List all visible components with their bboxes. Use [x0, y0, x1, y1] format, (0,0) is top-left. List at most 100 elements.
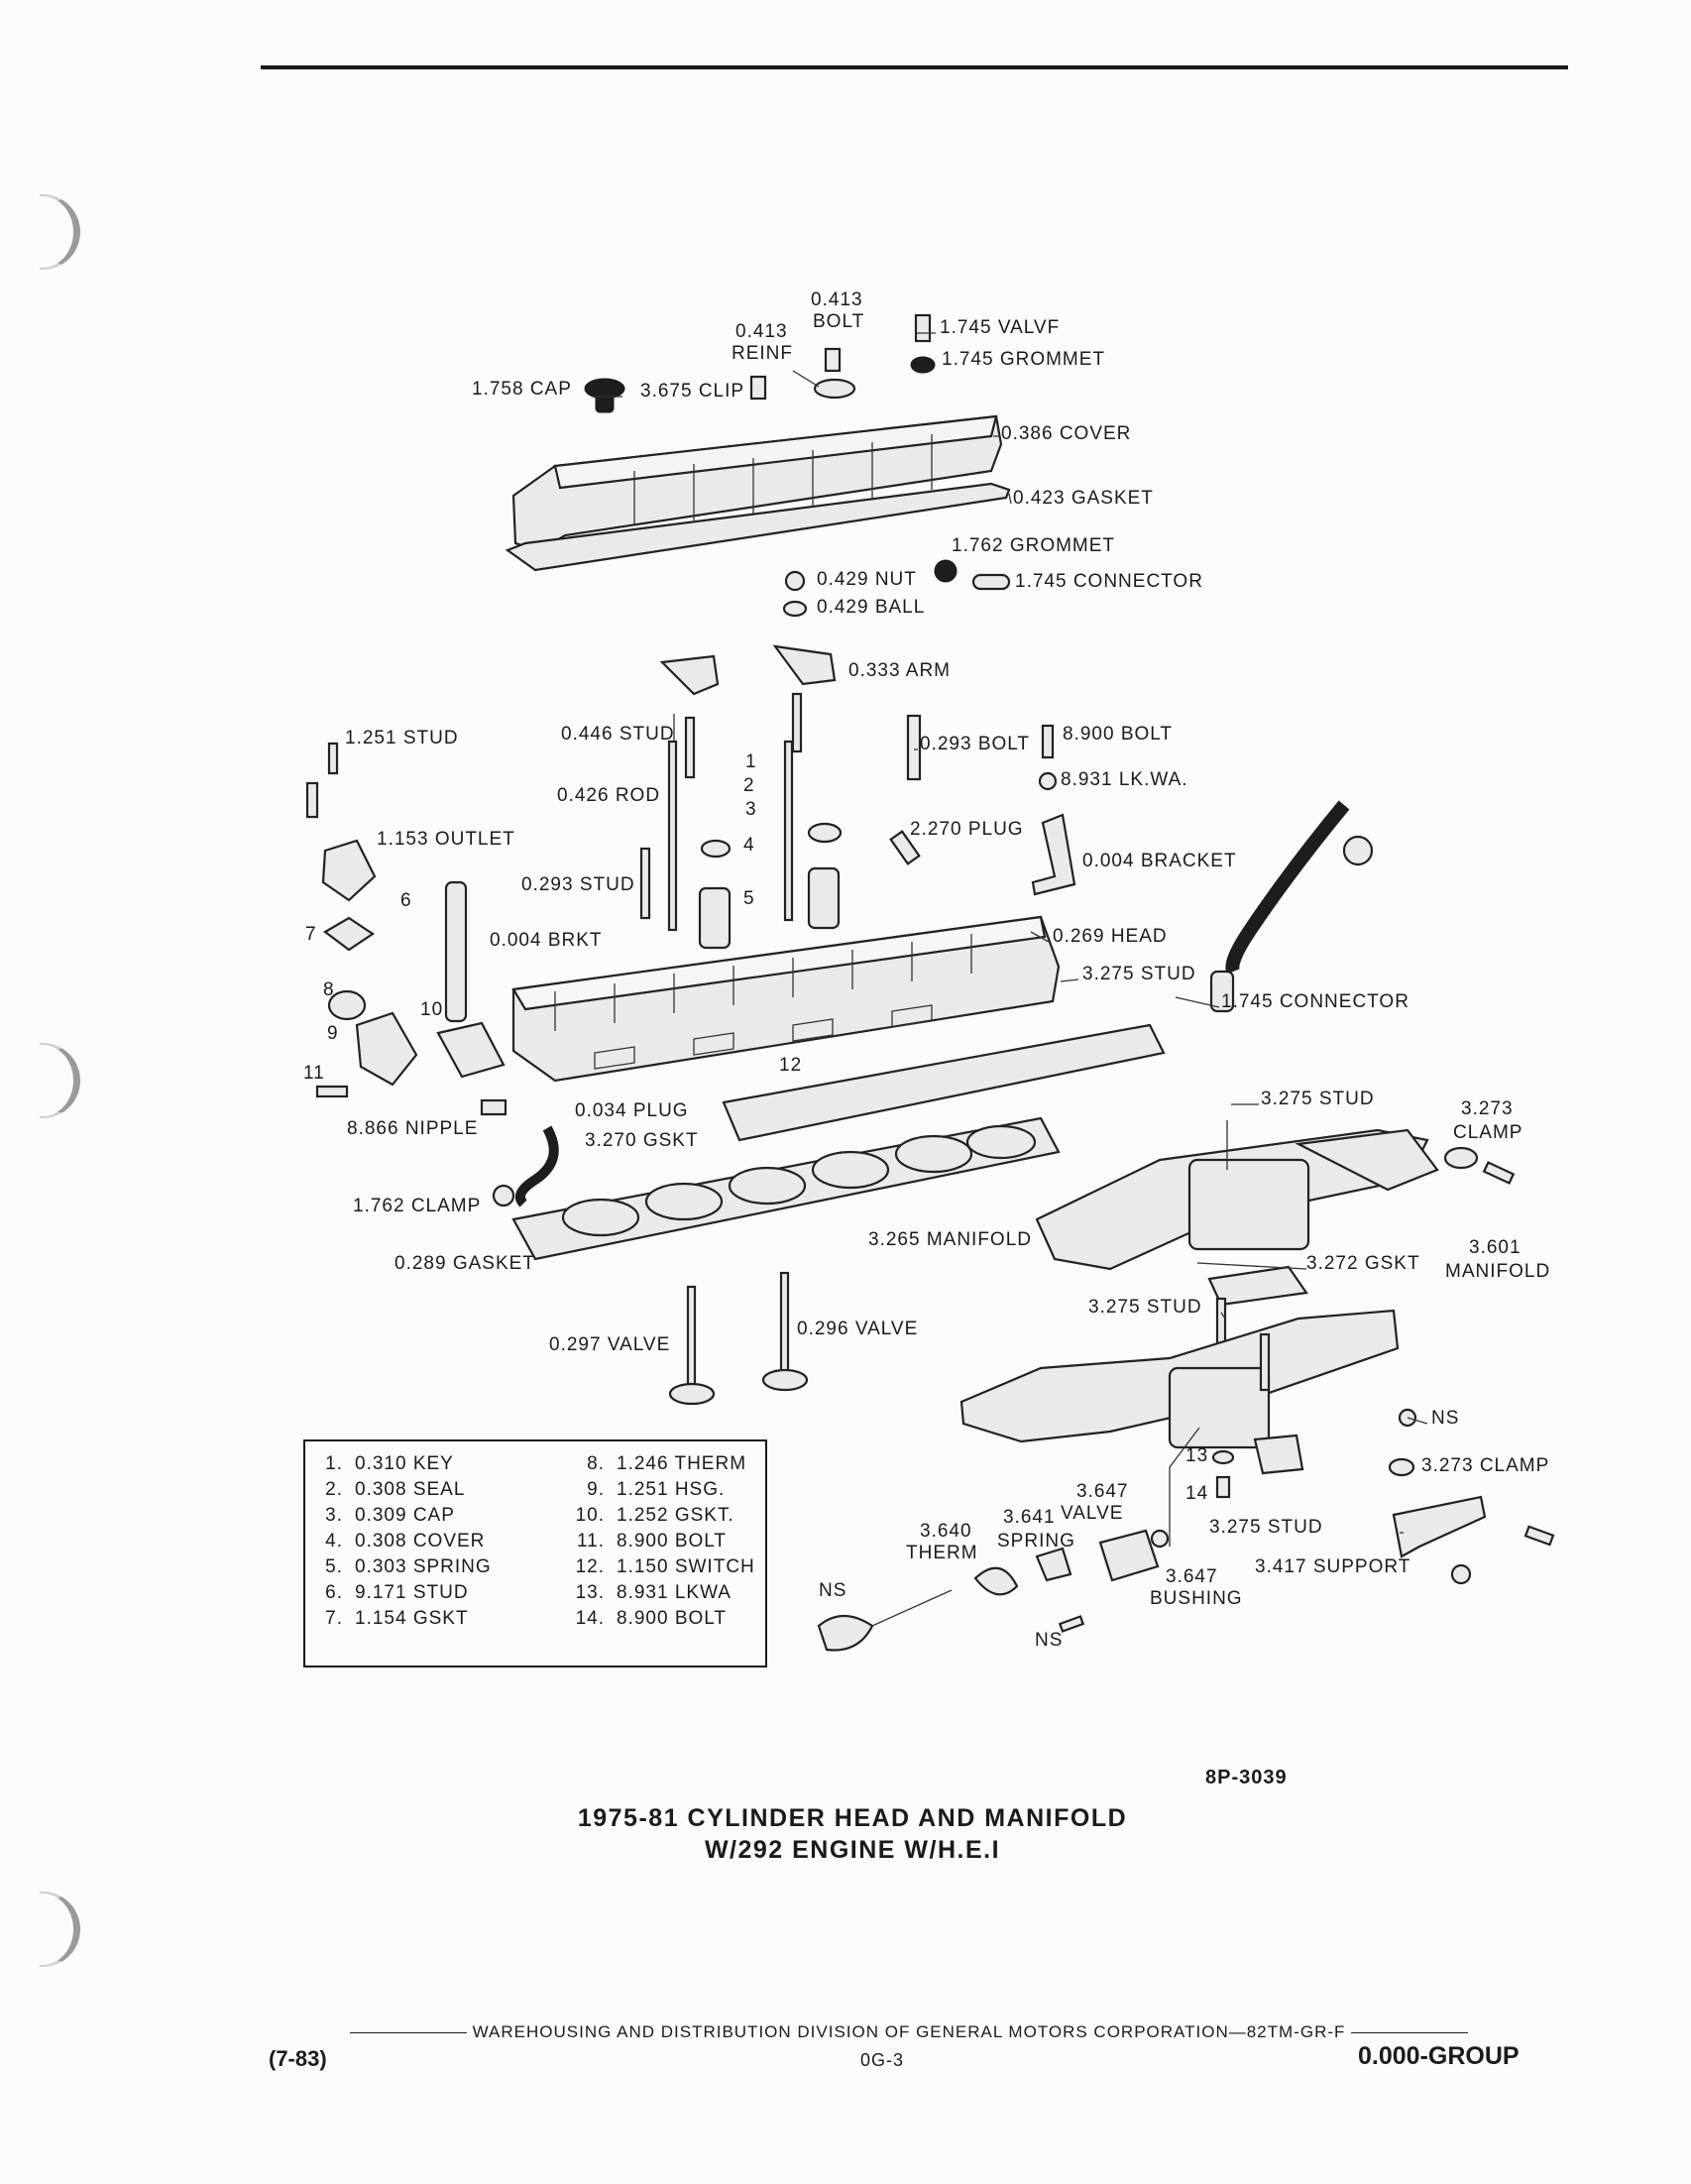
part-label: 3.275 STUD — [1082, 964, 1196, 984]
part-label: 0.429 NUT — [817, 569, 917, 590]
callout-number: 9 — [327, 1023, 339, 1044]
legend-item-part: 0.308 COVER — [355, 1531, 486, 1552]
part-label: 0.429 BALL — [817, 597, 925, 618]
callout-number: 11 — [303, 1063, 325, 1084]
push-rod-2 — [783, 740, 794, 922]
legend-item: 13.8.931 LKWA — [575, 1580, 755, 1606]
legend-item-number: 1. — [325, 1453, 343, 1474]
part-label: 1.762 GROMMET — [952, 535, 1115, 556]
legend-item-number: 11. — [576, 1531, 605, 1552]
figure-id: 8P-3039 — [1205, 1767, 1288, 1788]
footer-division: WAREHOUSING AND DISTRIBUTION DIVISION OF… — [472, 2022, 1346, 2041]
lock-washer-2 — [1211, 1449, 1235, 1465]
valve-spring-3 — [1035, 1547, 1072, 1582]
part-label: 2.270 PLUG — [910, 819, 1024, 840]
legend-item-number: 12. — [575, 1556, 605, 1577]
part-label: 0.446 STUD — [561, 724, 675, 745]
bracket-strap — [444, 880, 468, 1023]
part-label: 1.762 CLAMP — [353, 1196, 481, 1216]
legend-item: 9. 1.251 HSG. — [575, 1477, 755, 1503]
thermostat-gasket — [323, 916, 375, 952]
callout-number: 6 — [400, 890, 412, 911]
water-outlet — [321, 839, 377, 902]
vacuum-hose — [515, 1125, 559, 1207]
part-label: 3.417 SUPPORT — [1255, 1556, 1410, 1577]
legend-item-number: 10. — [575, 1505, 605, 1526]
push-rod — [667, 740, 678, 932]
intake-valve-head — [761, 1368, 809, 1392]
part-label: 0.034 PLUG — [575, 1100, 689, 1121]
part-label: THERM — [906, 1543, 978, 1563]
clamp-bolt — [1482, 1161, 1516, 1185]
intake-manifold — [1035, 1128, 1439, 1271]
part-label: 3.265 MANIFOLD — [868, 1229, 1032, 1250]
callout-number: 14 — [1185, 1483, 1208, 1504]
part-label: MANIFOLD — [1445, 1261, 1550, 1282]
part-label: 0.426 ROD — [557, 785, 660, 806]
part-label: BUSHING — [1150, 1588, 1243, 1609]
part-label: 1.153 OUTLET — [377, 829, 515, 850]
part-label: SPRING — [997, 1531, 1075, 1552]
callout-number: 13 — [1185, 1445, 1208, 1466]
legend-item: 14.8.900 BOLT — [575, 1606, 755, 1632]
page-title-line1: 1975-81 CYLINDER HEAD AND MANIFOLD — [577, 1804, 1128, 1832]
part-label: NS — [819, 1580, 846, 1601]
support-nut — [1450, 1563, 1472, 1585]
legend-item-number: 2. — [325, 1479, 343, 1500]
part-label: 3.273 CLAMP — [1421, 1455, 1549, 1476]
legend-item: 5.0.303 SPRING — [313, 1554, 492, 1580]
heater-hose — [1225, 800, 1350, 975]
cylinder-head — [511, 915, 1061, 1083]
part-label: 8.900 BOLT — [1063, 724, 1173, 745]
page-title-line2: W/292 ENGINE W/H.E.I — [704, 1836, 1001, 1864]
legend-item-number: 3. — [325, 1505, 343, 1526]
clamp-2 — [1388, 1457, 1415, 1477]
bolt-2 — [906, 714, 922, 781]
bolt-3 — [1041, 724, 1055, 759]
callout-number: 5 — [743, 888, 755, 909]
legend-item-number: 9. — [587, 1479, 605, 1500]
connector-2 — [1209, 970, 1235, 1013]
thermostat-housing — [355, 1011, 418, 1087]
manifold-stud-2 — [1259, 1332, 1271, 1392]
valve-grommet — [910, 356, 936, 374]
callout-number: 4 — [743, 835, 755, 856]
footer-group: 0.000-GROUP — [1358, 2042, 1520, 2070]
rocker-arm-2 — [772, 644, 837, 686]
legend-item-part: 1.150 SWITCH — [617, 1556, 755, 1577]
thermostatic-spring — [973, 1566, 1019, 1596]
stud-bolt — [305, 781, 319, 819]
part-label: 3.275 STUD — [1088, 1297, 1202, 1318]
legend-item-part: 0.310 KEY — [355, 1453, 454, 1474]
spring-cap — [807, 822, 843, 844]
legend-item: 8.1.246 THERM — [575, 1451, 755, 1477]
legend-item-part: 0.309 CAP — [355, 1505, 455, 1526]
lock-washer — [1038, 771, 1058, 791]
outlet-stud — [327, 742, 339, 775]
part-label: 3.270 GSKT — [585, 1130, 699, 1151]
header-rule — [261, 65, 1568, 69]
part-label: 0.413 — [811, 289, 863, 310]
footer-page-number: 0G-3 — [860, 2050, 905, 2070]
part-label: 1.745 VALVF — [940, 317, 1060, 338]
bolt-5 — [1215, 1475, 1231, 1499]
legend-item-number: 6. — [325, 1582, 343, 1603]
part-label: 0.293 BOLT — [920, 734, 1030, 754]
part-label: 0.293 STUD — [521, 874, 635, 895]
legend-item-part: 1.154 GSKT — [355, 1608, 469, 1629]
legend-item-part: 1.251 HSG. — [617, 1479, 726, 1500]
grommet — [934, 559, 958, 583]
clamp — [1443, 1146, 1479, 1170]
callout-number: 8 — [323, 979, 335, 1000]
part-label: 0.004 BRACKET — [1082, 851, 1237, 871]
pin — [1058, 1615, 1085, 1633]
part-label: 3.647 — [1076, 1481, 1129, 1502]
cover-gasket — [505, 482, 1011, 572]
rocker-stud-2 — [791, 692, 803, 753]
stud — [639, 847, 651, 920]
hose-clamp — [492, 1184, 515, 1207]
connector — [971, 573, 1011, 591]
